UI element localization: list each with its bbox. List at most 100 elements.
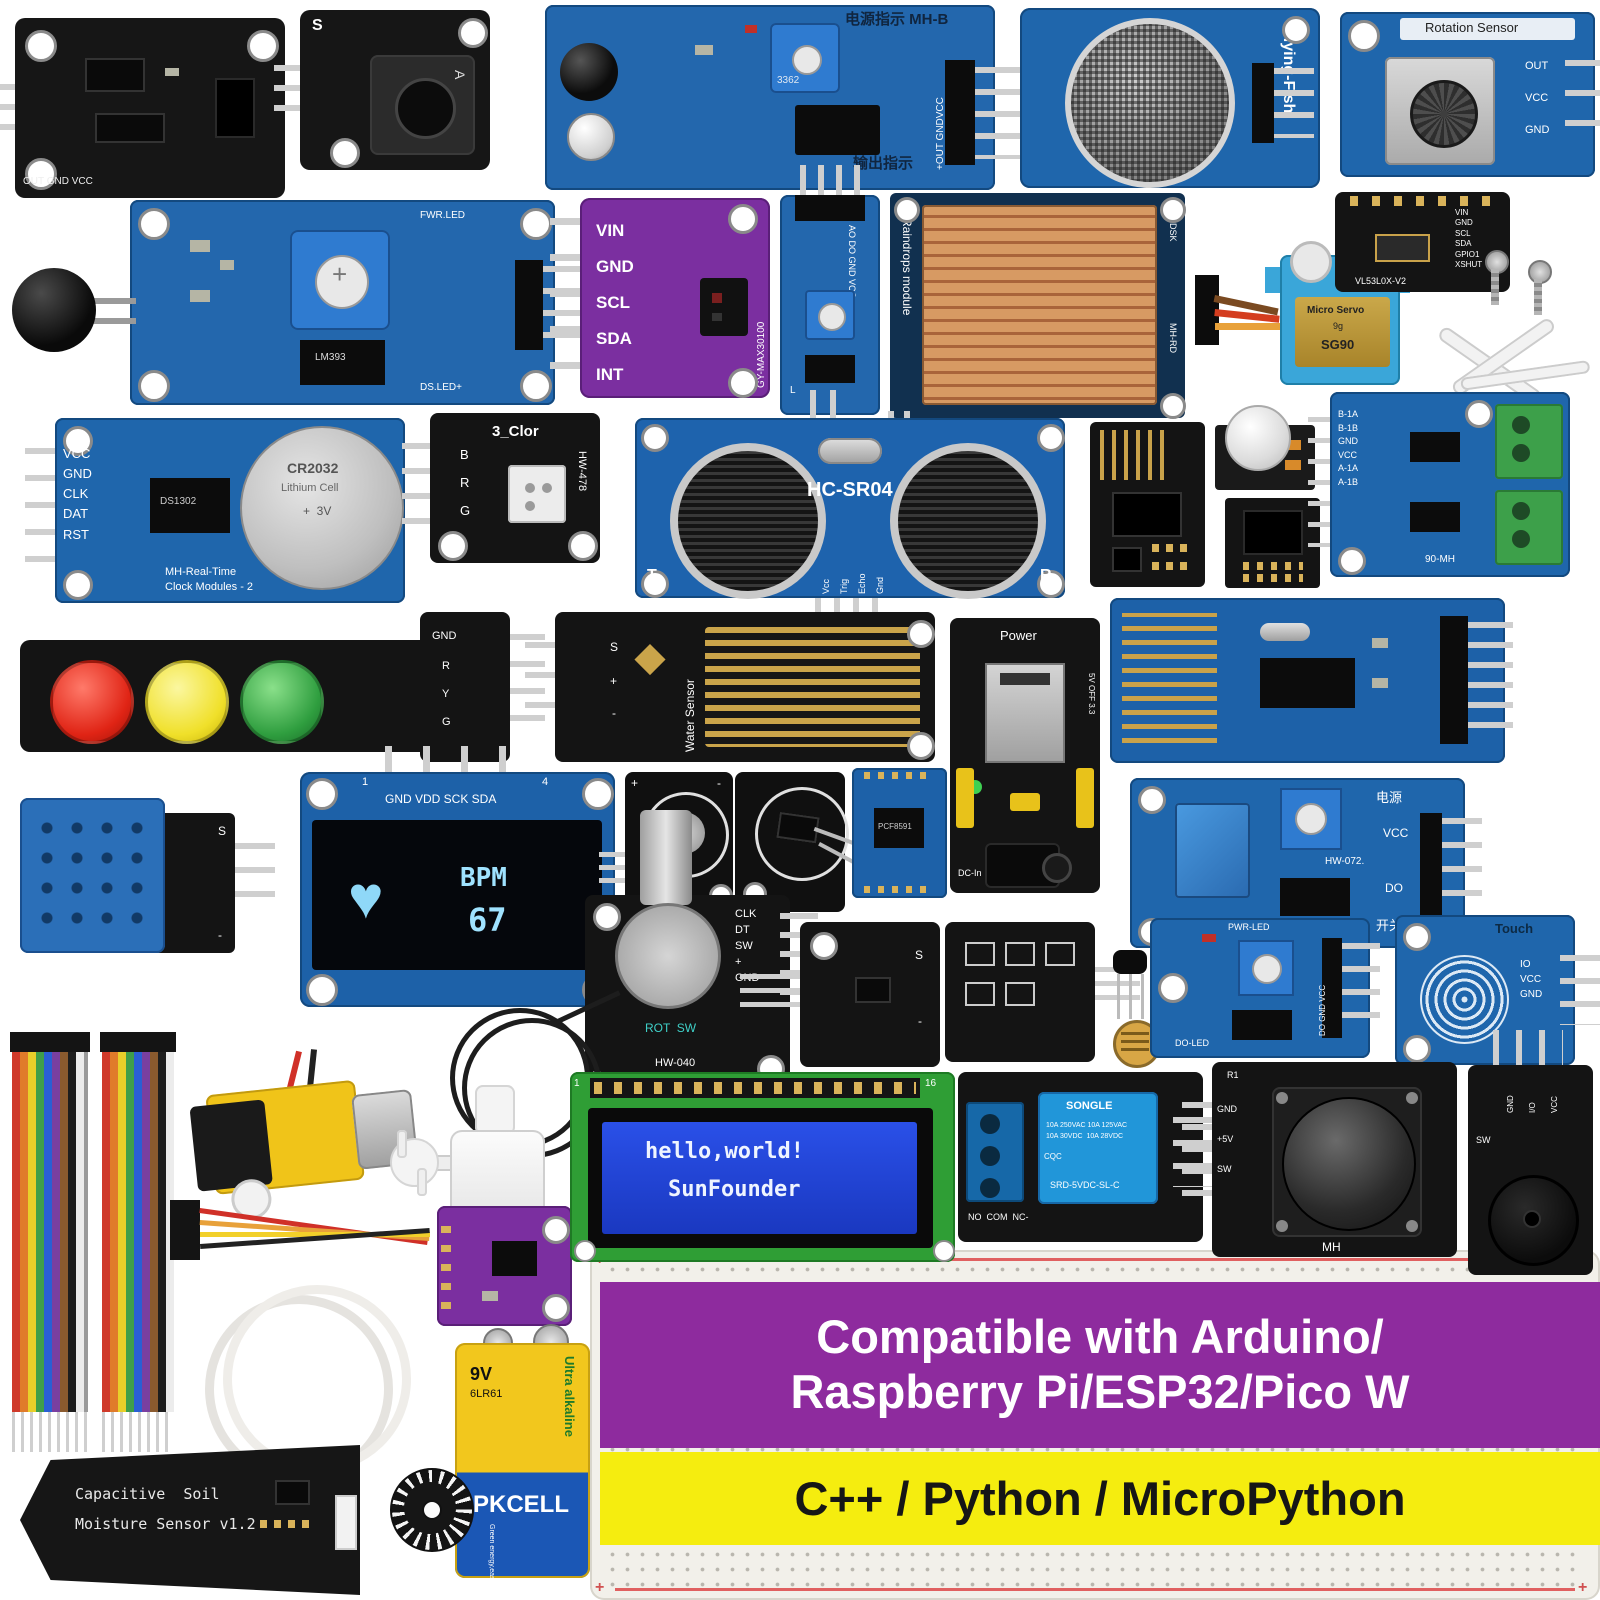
lcd-line2: SunFounder [668, 1177, 801, 1202]
servo-label-line3: SG90 [1321, 337, 1355, 352]
pin-label-io: I/O [1528, 1102, 1537, 1113]
silkscreen-box [1005, 942, 1035, 966]
green-led [240, 660, 324, 744]
mount-hole [574, 1240, 596, 1262]
jumper-block [956, 768, 974, 828]
mount-hole [810, 932, 838, 960]
pin-label-plus: + [610, 674, 618, 688]
power-led [745, 25, 757, 33]
pin-label-b: B [460, 447, 469, 462]
servo-horns [1430, 290, 1591, 407]
pin-label-g: G [442, 716, 451, 728]
sensor-lead [88, 298, 136, 304]
header-pins [1243, 562, 1303, 570]
base-screw [1276, 1092, 1288, 1104]
header-pins [1560, 955, 1600, 1025]
relay-rating-1: 10A 250VAC 10A 125VAC [1046, 1122, 1128, 1129]
mount-hole [907, 620, 935, 648]
pin-number-4: 4 [542, 776, 549, 788]
header-pins [1308, 417, 1330, 547]
silkscreen-box [965, 982, 995, 1006]
mount-hole [25, 30, 57, 62]
smd-part [1285, 440, 1301, 450]
esp01-wifi-module [1090, 422, 1205, 587]
mount-hole [542, 1294, 570, 1322]
header-pins [0, 84, 15, 140]
module-label: HW-072. [1325, 856, 1365, 867]
header-pins [1182, 1102, 1212, 1212]
smd-part [1285, 460, 1301, 470]
header-pins [1342, 943, 1380, 1033]
mount-hole [641, 570, 669, 598]
module-label: GY-MAX30100 [756, 321, 767, 388]
header-pins [740, 974, 800, 1014]
pin-labels: VCC GND CLK DAT RST [63, 446, 92, 542]
mount-hole [1403, 1035, 1431, 1063]
battery-model: 6LR61 [470, 1388, 503, 1400]
pin-labels: B-1A B-1B GND VCC A-1A A-1B [1338, 409, 1359, 487]
impeller-blade [397, 1130, 407, 1158]
hw478-label: HW-478 [576, 451, 588, 492]
rtc-chip [150, 478, 230, 533]
mount-hole [728, 204, 758, 234]
module-label: HC-SR04 [807, 479, 893, 501]
rgb-led [508, 465, 566, 523]
crystal [1260, 623, 1310, 641]
header-pins [235, 843, 275, 913]
silkscreen-circle [755, 787, 849, 881]
chip-label: LM393 [315, 352, 346, 363]
terminal-labels: NO COM NC- [968, 1212, 1029, 1222]
pin-labels: IO VCC GND [1520, 959, 1543, 1000]
label-a: A [452, 70, 468, 80]
pin-labels: OUT GND VCC [23, 176, 93, 187]
mount-hole [306, 778, 338, 810]
pin-number-1: 1 [574, 1078, 580, 1089]
pin-connector [1420, 813, 1442, 918]
mount-hole [542, 1216, 570, 1244]
trimmer-dial [818, 303, 846, 331]
battery-body [455, 1343, 590, 1578]
module-label-line2: Clock Modules - 2 [165, 581, 254, 593]
wire-header [100, 1032, 176, 1052]
sensing-traces [922, 205, 1157, 405]
pin-label-vin: VIN [596, 221, 625, 240]
pin-labels: GND VDD SCK SDA [385, 792, 497, 806]
smd-resistor [165, 68, 179, 76]
base-screw [1276, 1220, 1288, 1232]
pin-label-gnd: GND [1525, 124, 1550, 136]
mount-hole [520, 370, 552, 402]
barrel-jack-opening [1042, 853, 1072, 883]
rot-sw-label: ROT SW [645, 1021, 697, 1035]
pin-connector [945, 60, 975, 165]
lcd-line1: hello,world! [645, 1139, 804, 1164]
label-sw: SW [1476, 1135, 1491, 1145]
white-tubing [205, 1285, 411, 1483]
mount-hole [1348, 20, 1380, 52]
pin-label-gnd: GND [1506, 1095, 1515, 1113]
ldr-trace [1121, 1048, 1149, 1051]
adc-module: PCF8591 [852, 768, 947, 898]
terminal-hole [1512, 416, 1530, 434]
compatibility-line-1: Compatible with Arduino/ [816, 1310, 1384, 1364]
bpm-value: 67 [468, 901, 507, 939]
header-pins [1565, 60, 1600, 145]
pin-labels: AO DO GND VCC [847, 225, 857, 299]
pin-label-gnd: GND [432, 630, 457, 642]
pin-label-minus: - [717, 776, 721, 790]
relay-rating-2: 10A 30VDC 10A 28VDC [1046, 1133, 1124, 1140]
pin-label-minus: - [218, 928, 222, 942]
jumper-wire-bundle-a [10, 1032, 95, 1452]
transducer-r [890, 443, 1046, 599]
header-pins [385, 746, 535, 772]
servo-label [1295, 297, 1390, 367]
battery-brand: PKCELL [473, 1491, 569, 1518]
servo-flange [1265, 267, 1283, 293]
battery-voltage: + 3V [303, 504, 332, 518]
led-die [525, 501, 535, 511]
breadboard-plus-bl: + [595, 1579, 605, 1596]
